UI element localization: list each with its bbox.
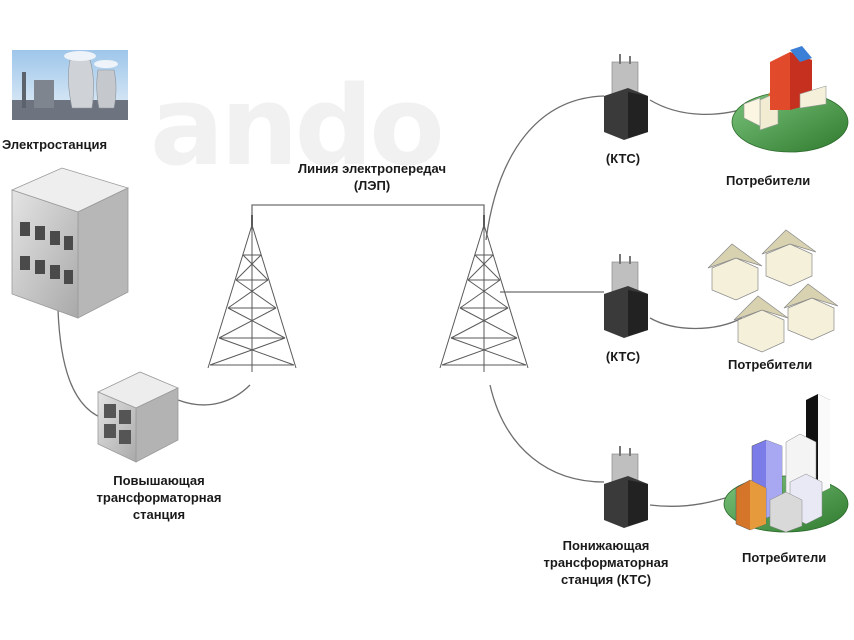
watermark: ando [150,62,445,190]
kts-transformer-3-icon [604,446,648,528]
wire-stepup-to-tower1 [177,384,251,406]
house-icon [783,283,839,341]
label-step-up-line-3: станция [132,507,186,522]
transmission-tower-2-icon [439,215,529,372]
wire-power-line [251,204,485,230]
house-icon [733,295,789,353]
wire-plant-to-stepup [57,309,109,421]
label-consumers-1: Потребители [726,173,811,188]
wire-tower2-to-kts1 [485,95,605,241]
label-step-down-station: Понижающая трансформаторная станция (КТС… [516,537,696,588]
wire-tower2-to-kts3 [489,384,605,483]
label-step-up-line-1: Повышающая [113,473,205,488]
label-power-plant: Электростанция [2,137,108,152]
label-power-line: Линия электропередач (ЛЭП) [262,160,482,194]
step-up-transformer-icon [97,371,179,463]
label-step-up-line-2: трансформаторная [96,490,222,505]
label-consumers-3: Потребители [742,550,827,565]
house-icon [761,229,817,287]
label-kts-2: (КТС) [605,349,641,364]
label-consumers-2: Потребители [728,357,813,372]
wire-kts2-to-consumer2 [649,317,743,330]
kts-transformer-1-icon [604,54,648,140]
label-power-line-title: Линия электропередач [297,161,447,176]
consumer-houses-icon [707,229,839,353]
building-icon [10,167,130,319]
label-power-line-abbr: (ЛЭП) [353,178,391,193]
transmission-tower-1-icon [207,215,297,372]
label-step-down-line-2: трансформаторная [543,555,669,570]
kts-transformer-2-icon [604,254,648,338]
house-icon [707,243,763,301]
consumer-town-icon [731,46,849,153]
label-step-down-line-3: станция (КТС) [560,572,652,587]
label-step-up-station: Повышающая трансформаторная станция [76,472,242,523]
power-plant-icon [12,50,128,120]
consumer-city-icon [723,394,849,533]
label-kts-1: (КТС) [605,151,641,166]
label-step-down-line-1: Понижающая [562,538,650,553]
